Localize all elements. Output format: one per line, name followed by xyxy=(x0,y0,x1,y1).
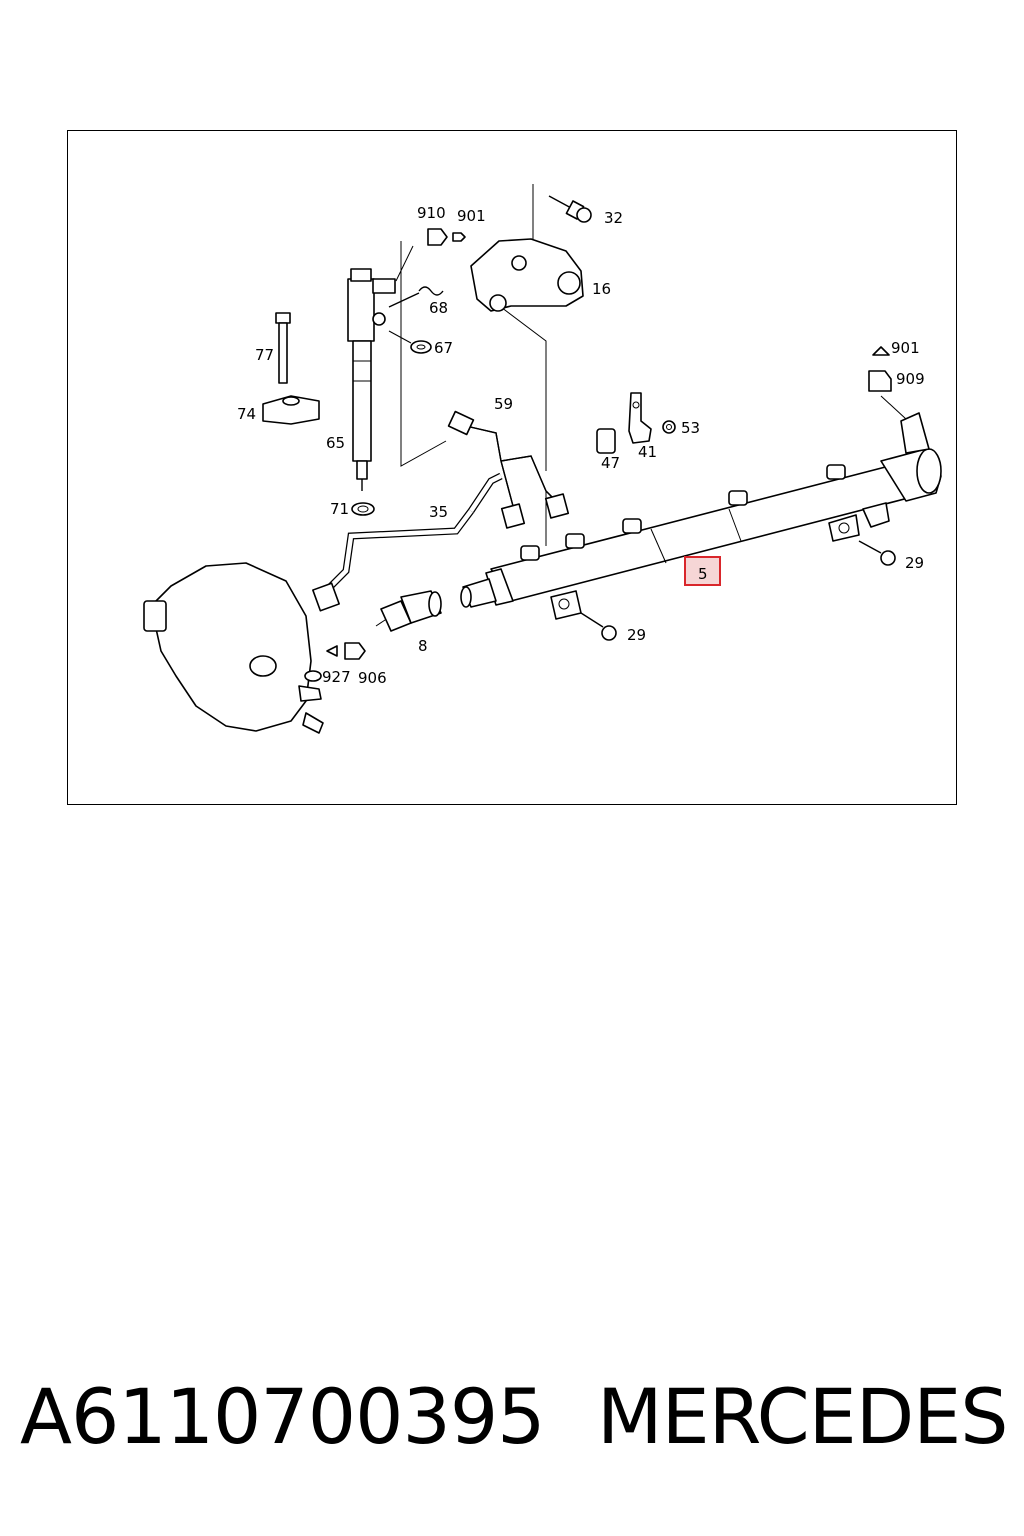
callout-29-bottom[interactable]: 29 xyxy=(627,626,646,644)
callout-906[interactable]: 906 xyxy=(358,669,387,687)
connector-906 xyxy=(344,642,366,660)
callout-909[interactable]: 909 xyxy=(896,370,925,388)
injector-65 xyxy=(347,268,396,491)
callout-8[interactable]: 8 xyxy=(418,637,428,655)
brand-name: MERCEDES xyxy=(597,1372,1008,1461)
callout-927[interactable]: 927 xyxy=(322,668,351,686)
callout-68[interactable]: 68 xyxy=(429,299,448,317)
nut-53 xyxy=(662,420,676,434)
seal-927 xyxy=(326,645,338,657)
seal-901-top xyxy=(452,232,466,242)
callout-910[interactable]: 910 xyxy=(417,204,446,222)
bolt-29-right xyxy=(858,540,896,566)
callout-29-right[interactable]: 29 xyxy=(905,554,924,572)
callout-74[interactable]: 74 xyxy=(237,405,256,423)
callout-5[interactable]: 5 xyxy=(698,565,708,583)
callout-77[interactable]: 77 xyxy=(255,346,274,364)
bolt-29-bottom xyxy=(580,612,617,641)
callout-labels: 910 901 32 16 68 67 77 74 65 59 71 35 47… xyxy=(237,204,925,687)
bolt-77 xyxy=(275,312,291,384)
fuel-rail-exploded-diagram: 910 901 32 16 68 67 77 74 65 59 71 35 47… xyxy=(143,184,942,734)
callout-47[interactable]: 47 xyxy=(601,454,620,472)
connector-909 xyxy=(868,370,892,392)
caption-row: A6110700395 MERCEDES xyxy=(0,1372,1024,1472)
callout-35[interactable]: 35 xyxy=(429,503,448,521)
highlight-box-5[interactable] xyxy=(684,556,721,586)
callout-71[interactable]: 71 xyxy=(330,500,349,518)
high-pressure-pump xyxy=(143,562,324,734)
connector-910 xyxy=(427,228,448,246)
clip-68 xyxy=(388,286,444,308)
seal-901-right xyxy=(872,346,890,356)
clamp-74 xyxy=(262,395,320,425)
callout-16[interactable]: 16 xyxy=(592,280,611,298)
callout-53[interactable]: 53 xyxy=(681,419,700,437)
washer-67 xyxy=(388,330,432,354)
holder-41 xyxy=(628,392,652,444)
callout-901-right[interactable]: 901 xyxy=(891,339,920,357)
parts-diagram-frame: 910 901 32 16 68 67 77 74 65 59 71 35 47… xyxy=(67,130,957,805)
fuel-line-59 xyxy=(447,410,570,529)
callout-65[interactable]: 65 xyxy=(326,434,345,452)
fuel-rail-5 xyxy=(460,412,942,620)
bolt-32 xyxy=(548,195,592,223)
callout-32[interactable]: 32 xyxy=(604,209,623,227)
bracket-16 xyxy=(470,238,584,312)
callout-901-top[interactable]: 901 xyxy=(457,207,486,225)
spacer-47 xyxy=(596,428,616,454)
callout-41[interactable]: 41 xyxy=(638,443,657,461)
fuel-line-35 xyxy=(312,472,503,612)
part-number: A6110700395 xyxy=(20,1372,546,1461)
pressure-sensor-8 xyxy=(380,590,442,632)
seal-ring-71 xyxy=(351,502,375,516)
callout-59[interactable]: 59 xyxy=(494,395,513,413)
callout-67[interactable]: 67 xyxy=(434,339,453,357)
